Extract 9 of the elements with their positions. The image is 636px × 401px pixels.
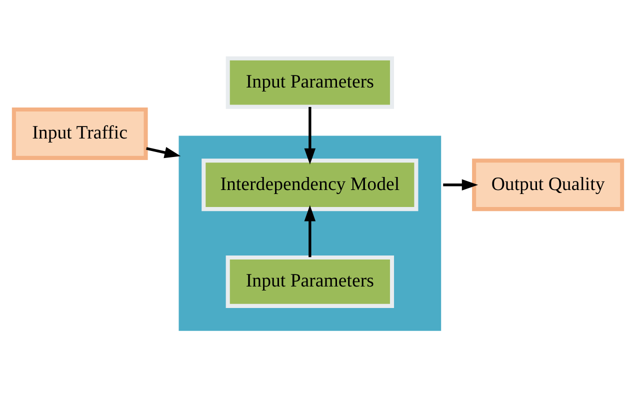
arrow: [146, 146, 181, 158]
node-box: Input Traffic: [12, 107, 148, 160]
node-box: Input Parameters: [226, 56, 394, 108]
arrow: [304, 106, 316, 164]
arrow: [304, 204, 316, 257]
node-box: Input Parameters: [226, 255, 394, 308]
arrow: [443, 178, 478, 190]
node-box: Interdependency Model: [202, 158, 418, 211]
node-box: Output Quality: [472, 158, 624, 211]
